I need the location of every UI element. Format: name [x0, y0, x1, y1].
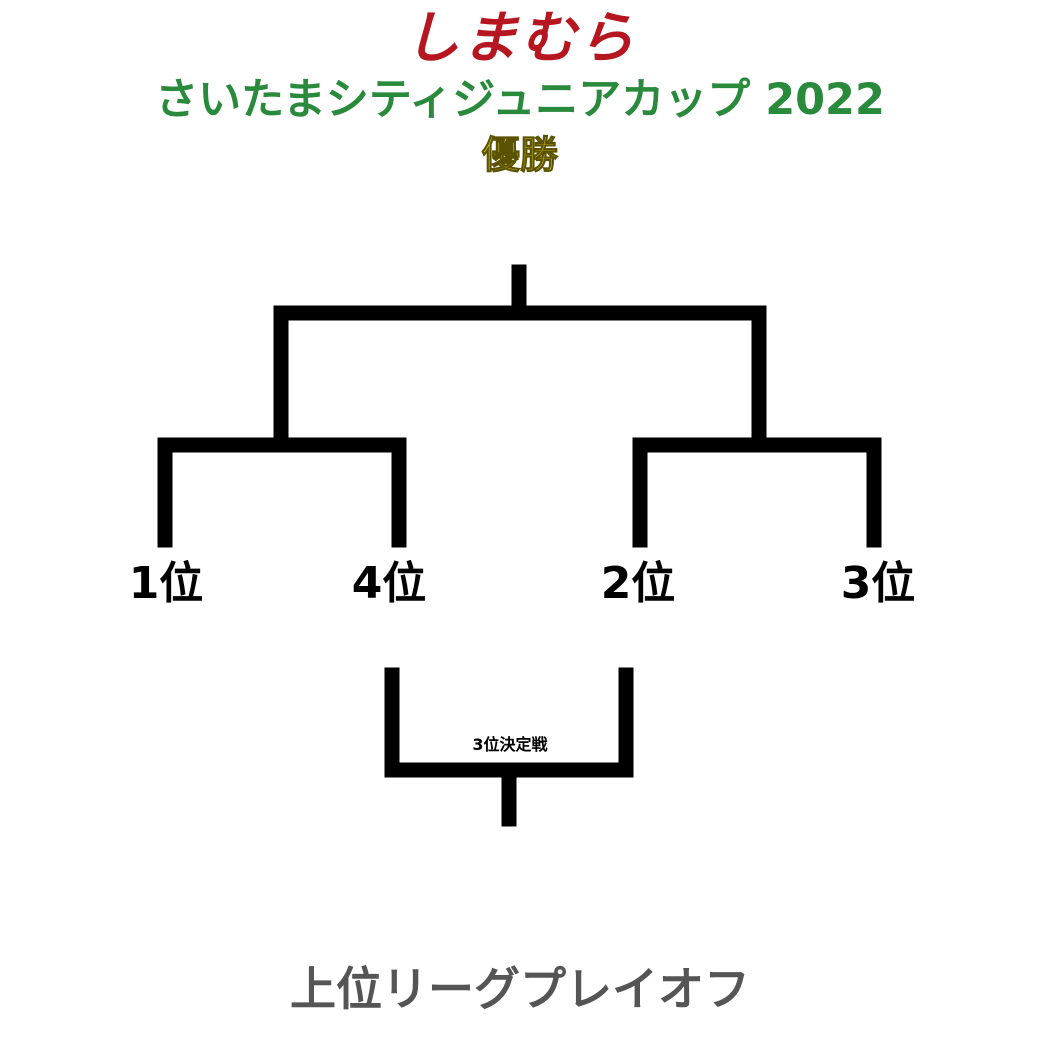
seed-4-label: 4位: [351, 558, 427, 609]
footer-caption: 上位リーグプレイオフ: [290, 962, 750, 1016]
seed-2-label: 2位: [600, 558, 676, 609]
champion-label: 優勝: [481, 133, 558, 178]
tournament-title: さいたまシティジュニアカップ 2022: [155, 75, 885, 125]
seed-3-label: 3位: [840, 558, 916, 609]
seed-1-label: 1位: [128, 558, 204, 609]
brand-logo: しまむら: [404, 6, 636, 71]
third-place-match-label: 3位決定戦: [472, 735, 548, 754]
